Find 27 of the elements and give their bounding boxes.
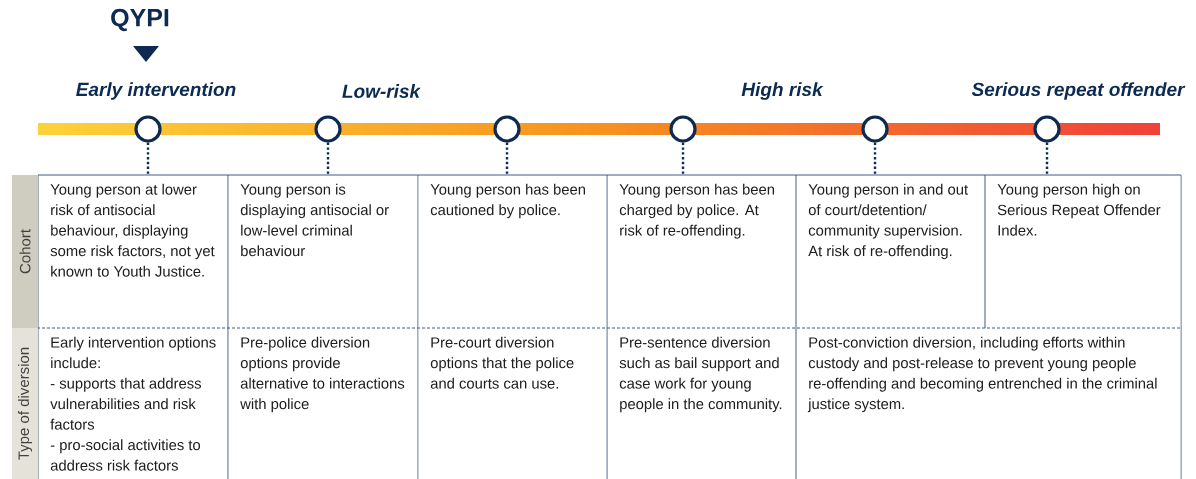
timeline-circle	[134, 115, 162, 143]
marker-label: QYPI	[111, 8, 169, 32]
table-cell: Young person has been charged by police. At risk of re-offending.	[619, 183, 775, 239]
table-cell: Early intervention options include: - supports that address vulnerabilities and risk factors - pro-social activities to address risk factors	[50, 336, 216, 471]
row-header: Type of diversion	[12, 328, 38, 479]
table-cell: Young person at lower risk of antisocial behaviour, displaying some risk factors, not yet known to Youth Justice.	[50, 183, 215, 277]
dotted-connector	[326, 142, 330, 175]
timeline-circle	[314, 115, 342, 143]
table-cell: Young person high on Serious Repeat Offender Index.	[997, 183, 1161, 236]
timeline-circle	[1033, 115, 1061, 143]
dotted-connector	[1045, 142, 1049, 175]
dotted-connector	[505, 142, 509, 175]
dotted-connector	[873, 142, 877, 175]
table-cell: Young person has been cautioned by police.	[430, 183, 585, 219]
row-header: Cohort	[12, 175, 38, 328]
table-cell: Pre-police diversion options provide alternative to interactions with police	[240, 336, 405, 413]
timeline-circle	[861, 115, 889, 143]
table-cell: Post-conviction diversion, including efforts within custody and post-release to prevent young people re-offending and becoming entrenched in the criminal justice system.	[807, 336, 1157, 413]
timeline-circle	[493, 115, 521, 143]
table-cell: Young person is displaying antisocial or low-level criminal behaviour	[240, 183, 389, 257]
stage-label: High risk	[741, 82, 824, 100]
dotted-connector	[681, 142, 685, 175]
table-cell: Pre-sentence diversion such as bail support and case work for young people in the community.	[619, 336, 782, 413]
table-cell: Young person in and out of court/detention/ community supervision. At risk of re-offending.	[808, 183, 968, 260]
timeline-circle	[669, 115, 697, 143]
table-cell: Pre-court diversion options that the police and courts can use.	[430, 336, 574, 389]
dotted-connector	[146, 142, 150, 175]
